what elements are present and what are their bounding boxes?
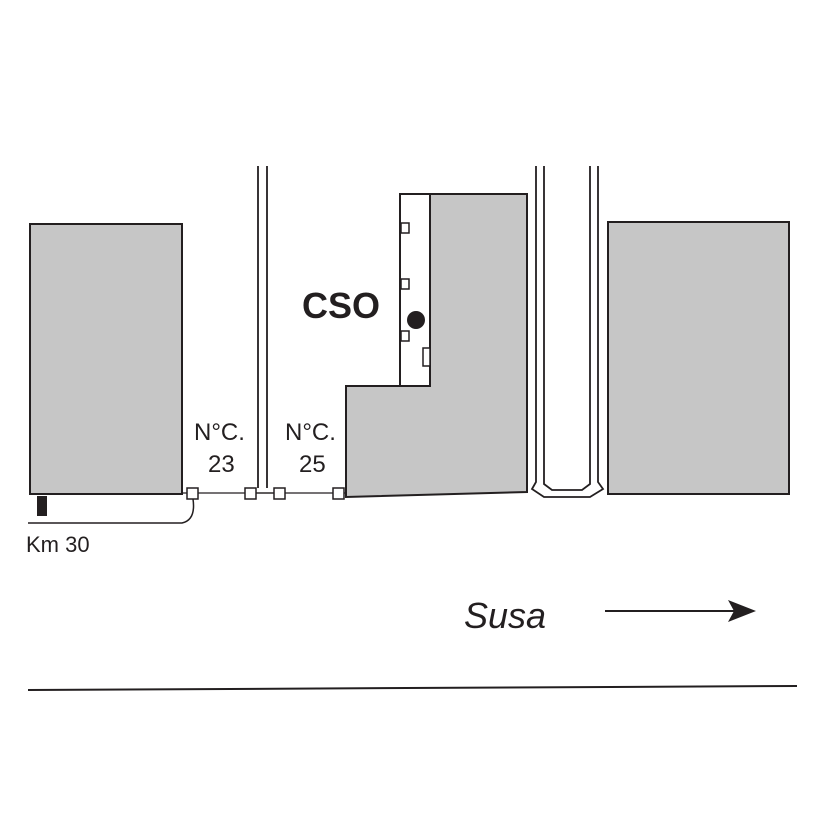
road-edge-line xyxy=(27,685,798,691)
civic-23-prefix: N°C. xyxy=(194,419,245,446)
annex-window-1 xyxy=(400,222,410,234)
civic-25-number: 25 xyxy=(299,451,326,478)
annex-window-3 xyxy=(400,330,410,342)
channel-outer xyxy=(530,166,605,498)
channel-inner xyxy=(543,166,591,491)
km-leader-line xyxy=(28,498,195,524)
cso-location-marker xyxy=(407,311,425,329)
civic-23-number: 23 xyxy=(208,451,235,478)
km-marker-post xyxy=(37,496,47,516)
building-right xyxy=(607,221,790,495)
narrow-passage xyxy=(257,166,268,488)
boundary-post-2 xyxy=(244,487,257,500)
km-label: Km 30 xyxy=(26,532,90,557)
boundary-post-1 xyxy=(186,487,199,500)
civic-25-prefix: N°C. xyxy=(285,419,336,446)
building-center xyxy=(345,193,528,499)
direction-label: Susa xyxy=(464,595,546,636)
cso-label: CSO xyxy=(302,285,380,326)
building-left xyxy=(29,223,183,495)
boundary-post-4 xyxy=(332,487,345,500)
boundary-post-3 xyxy=(273,487,286,500)
annex-door xyxy=(422,347,431,367)
right-arrow-icon xyxy=(605,600,756,622)
annex-window-2 xyxy=(400,278,410,290)
